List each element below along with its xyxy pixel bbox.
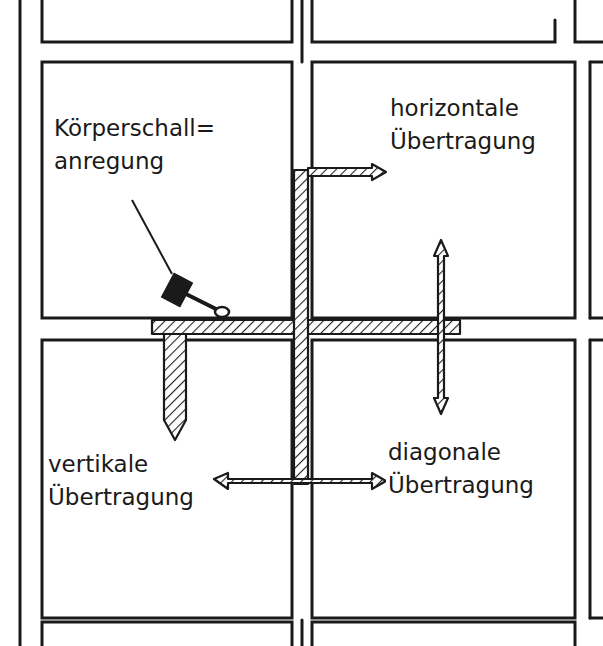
annotation-label: vertikale Übertragung <box>46 448 196 515</box>
room-walls <box>20 0 603 646</box>
annotation-label: Körperschall= anregung <box>52 112 217 179</box>
hammer-symbol <box>161 272 229 317</box>
leader-line <box>132 200 172 274</box>
annotation-label: horizontale Übertragung <box>388 92 538 159</box>
annotation-label: diagonale Übertragung <box>386 436 536 503</box>
